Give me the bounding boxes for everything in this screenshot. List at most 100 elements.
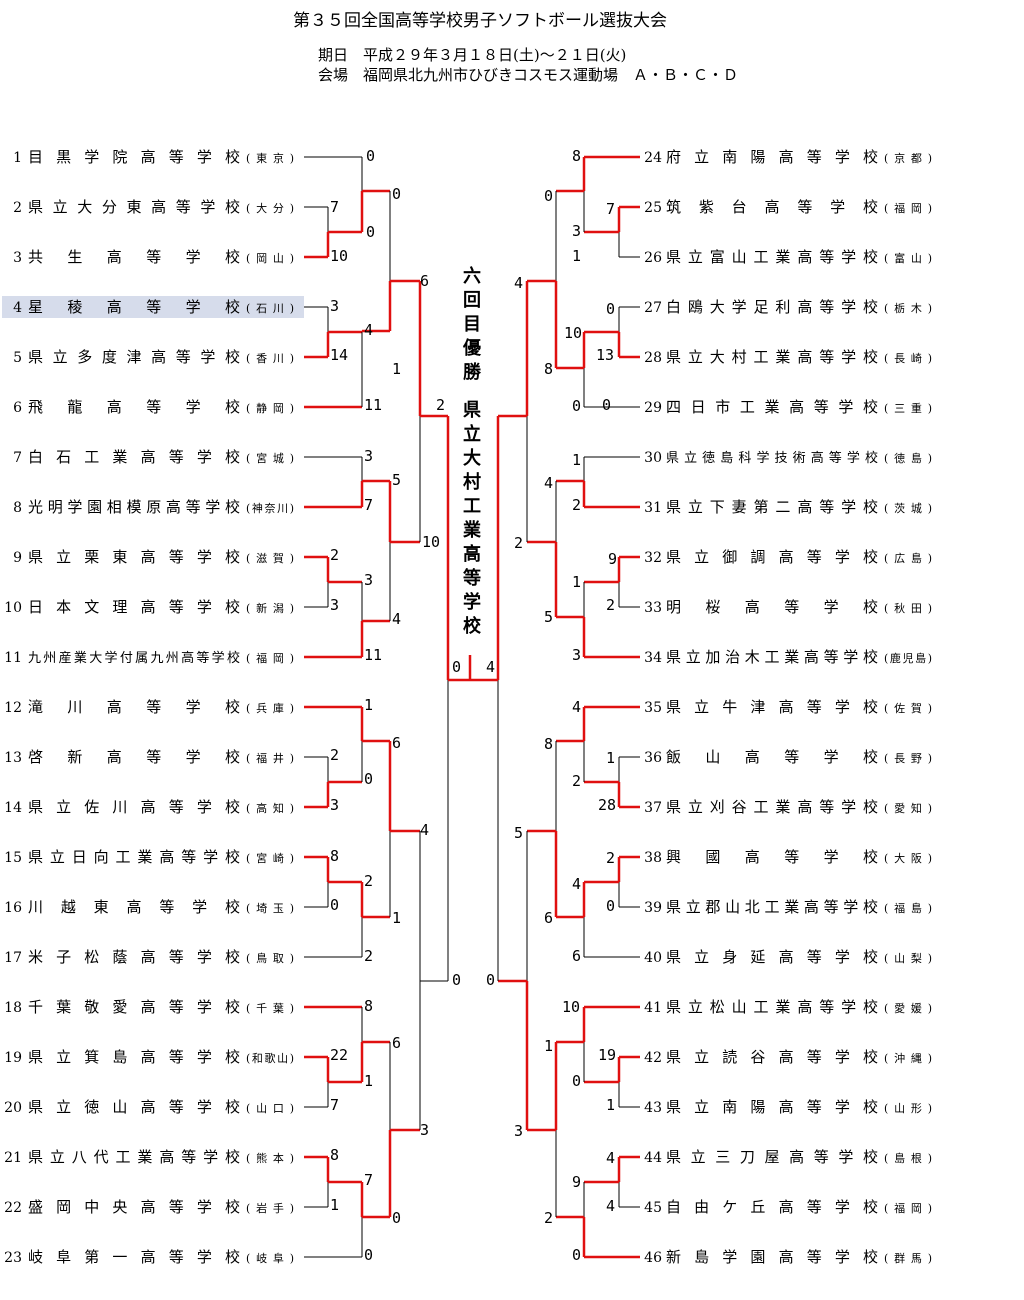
score-label: 1 xyxy=(364,1072,374,1090)
team-number: 23 xyxy=(4,1250,22,1266)
team-name: 県立徳山高等学校 xyxy=(28,1098,240,1116)
team-prefecture: (宮城) xyxy=(246,452,294,465)
team-name: 四日市工業高等学校 xyxy=(666,398,878,416)
score-label: 0 xyxy=(366,223,376,241)
score-label: 2 xyxy=(514,534,524,552)
score-label: 0 xyxy=(572,1072,582,1090)
team-number: 26 xyxy=(644,250,662,266)
score-label: 0 xyxy=(452,658,462,676)
team-prefecture: (福井) xyxy=(246,752,294,765)
team-prefecture: (徳島) xyxy=(884,452,932,465)
score-label: 13 xyxy=(596,346,615,364)
team-name: 滝川高等学校 xyxy=(28,698,240,716)
score-label: 2 xyxy=(606,849,616,867)
team-number: 25 xyxy=(644,200,662,216)
champion-school: 県立大村工業高等学校 xyxy=(463,400,481,637)
team-number: 37 xyxy=(644,800,662,816)
score-label: 7 xyxy=(330,198,340,216)
score-label: 8 xyxy=(330,1146,340,1164)
team-number: 32 xyxy=(644,550,662,566)
team-prefecture: (東京) xyxy=(246,152,294,165)
team-name: 県立多度津高等学校 xyxy=(28,348,240,366)
team-name: 明桜高等学校 xyxy=(666,598,878,616)
team-entry: 9 県立栗東高等学校 (滋賀) xyxy=(2,546,294,568)
score-label: 10 xyxy=(330,247,349,265)
score-label: 7 xyxy=(364,496,374,514)
team-number: 46 xyxy=(644,1250,662,1266)
score-label: 1 xyxy=(606,1096,616,1114)
score-label: 6 xyxy=(544,909,554,927)
team-prefecture: (新潟) xyxy=(246,602,294,615)
team-prefecture: (秋田) xyxy=(884,602,932,615)
score-label: 0 xyxy=(364,1246,374,1264)
team-number: 35 xyxy=(644,700,662,716)
score-label: 7 xyxy=(606,200,616,218)
team-prefecture: (滋賀) xyxy=(246,552,294,565)
score-label: 10 xyxy=(564,324,583,342)
team-name: 県立栗東高等学校 xyxy=(28,548,240,566)
score-label: 4 xyxy=(572,875,582,893)
team-name: 県立牛津高等学校 xyxy=(666,698,878,716)
team-number: 15 xyxy=(4,850,22,866)
team-name: 県立箕島高等学校 xyxy=(28,1048,240,1066)
team-name: 筑紫台高等学校 xyxy=(666,198,878,216)
score-label: 9 xyxy=(608,550,618,568)
team-prefecture: (岐阜) xyxy=(246,1252,294,1265)
team-prefecture: (愛媛) xyxy=(884,1002,932,1015)
score-label: 4 xyxy=(606,1197,616,1215)
team-number: 9 xyxy=(13,550,22,566)
score-label: 1 xyxy=(330,1196,340,1214)
score-label: 4 xyxy=(606,1149,616,1167)
team-number: 27 xyxy=(644,300,662,316)
score-label: 2 xyxy=(364,872,374,890)
team-number: 40 xyxy=(644,950,662,966)
team-prefecture: (佐賀) xyxy=(884,702,932,715)
team-prefecture: (宮崎) xyxy=(246,852,294,865)
team-name: 県立松山工業高等学校 xyxy=(666,998,878,1016)
score-label: 0 xyxy=(330,896,340,914)
team-prefecture: (福岡) xyxy=(884,202,932,215)
team-name: 共生高等学校 xyxy=(28,248,240,266)
team-prefecture: (島根) xyxy=(884,1152,932,1165)
venue-line: 会場 福岡県北九州市ひびきコスモス運動場 Ａ・Ｂ・Ｃ・Ｄ xyxy=(318,66,739,84)
team-number: 2 xyxy=(13,200,22,216)
team-prefecture: (鳥取) xyxy=(246,952,294,965)
team-name: 星稜高等学校 xyxy=(28,298,240,316)
score-label: 3 xyxy=(572,222,582,240)
team-name: 県立身延高等学校 xyxy=(666,948,878,966)
team-name: 県立大村工業高等学校 xyxy=(666,348,878,366)
team-number: 24 xyxy=(644,150,662,166)
score-label: 8 xyxy=(330,847,340,865)
champion-banner: 六回目優勝 県立大村工業高等学校 xyxy=(460,265,484,639)
score-label: 2 xyxy=(606,596,616,614)
score-label: 0 xyxy=(392,1209,402,1227)
score-label: 19 xyxy=(598,1046,617,1064)
team-prefecture: (和歌山) xyxy=(246,1052,294,1065)
score-label: 1 xyxy=(544,1037,554,1055)
score-label: 1 xyxy=(392,909,402,927)
team-number: 17 xyxy=(4,950,22,966)
team-prefecture: (岡山) xyxy=(246,252,294,265)
team-number: 7 xyxy=(13,450,22,466)
team-name: 日本文理高等学校 xyxy=(28,598,240,616)
team-name: 光明学園相模原高等学校 xyxy=(28,498,240,516)
score-label: 0 xyxy=(572,1246,582,1264)
team-prefecture: (広島) xyxy=(884,552,932,565)
team-name: 千葉敬愛高等学校 xyxy=(28,998,240,1016)
score-label: 8 xyxy=(544,360,554,378)
